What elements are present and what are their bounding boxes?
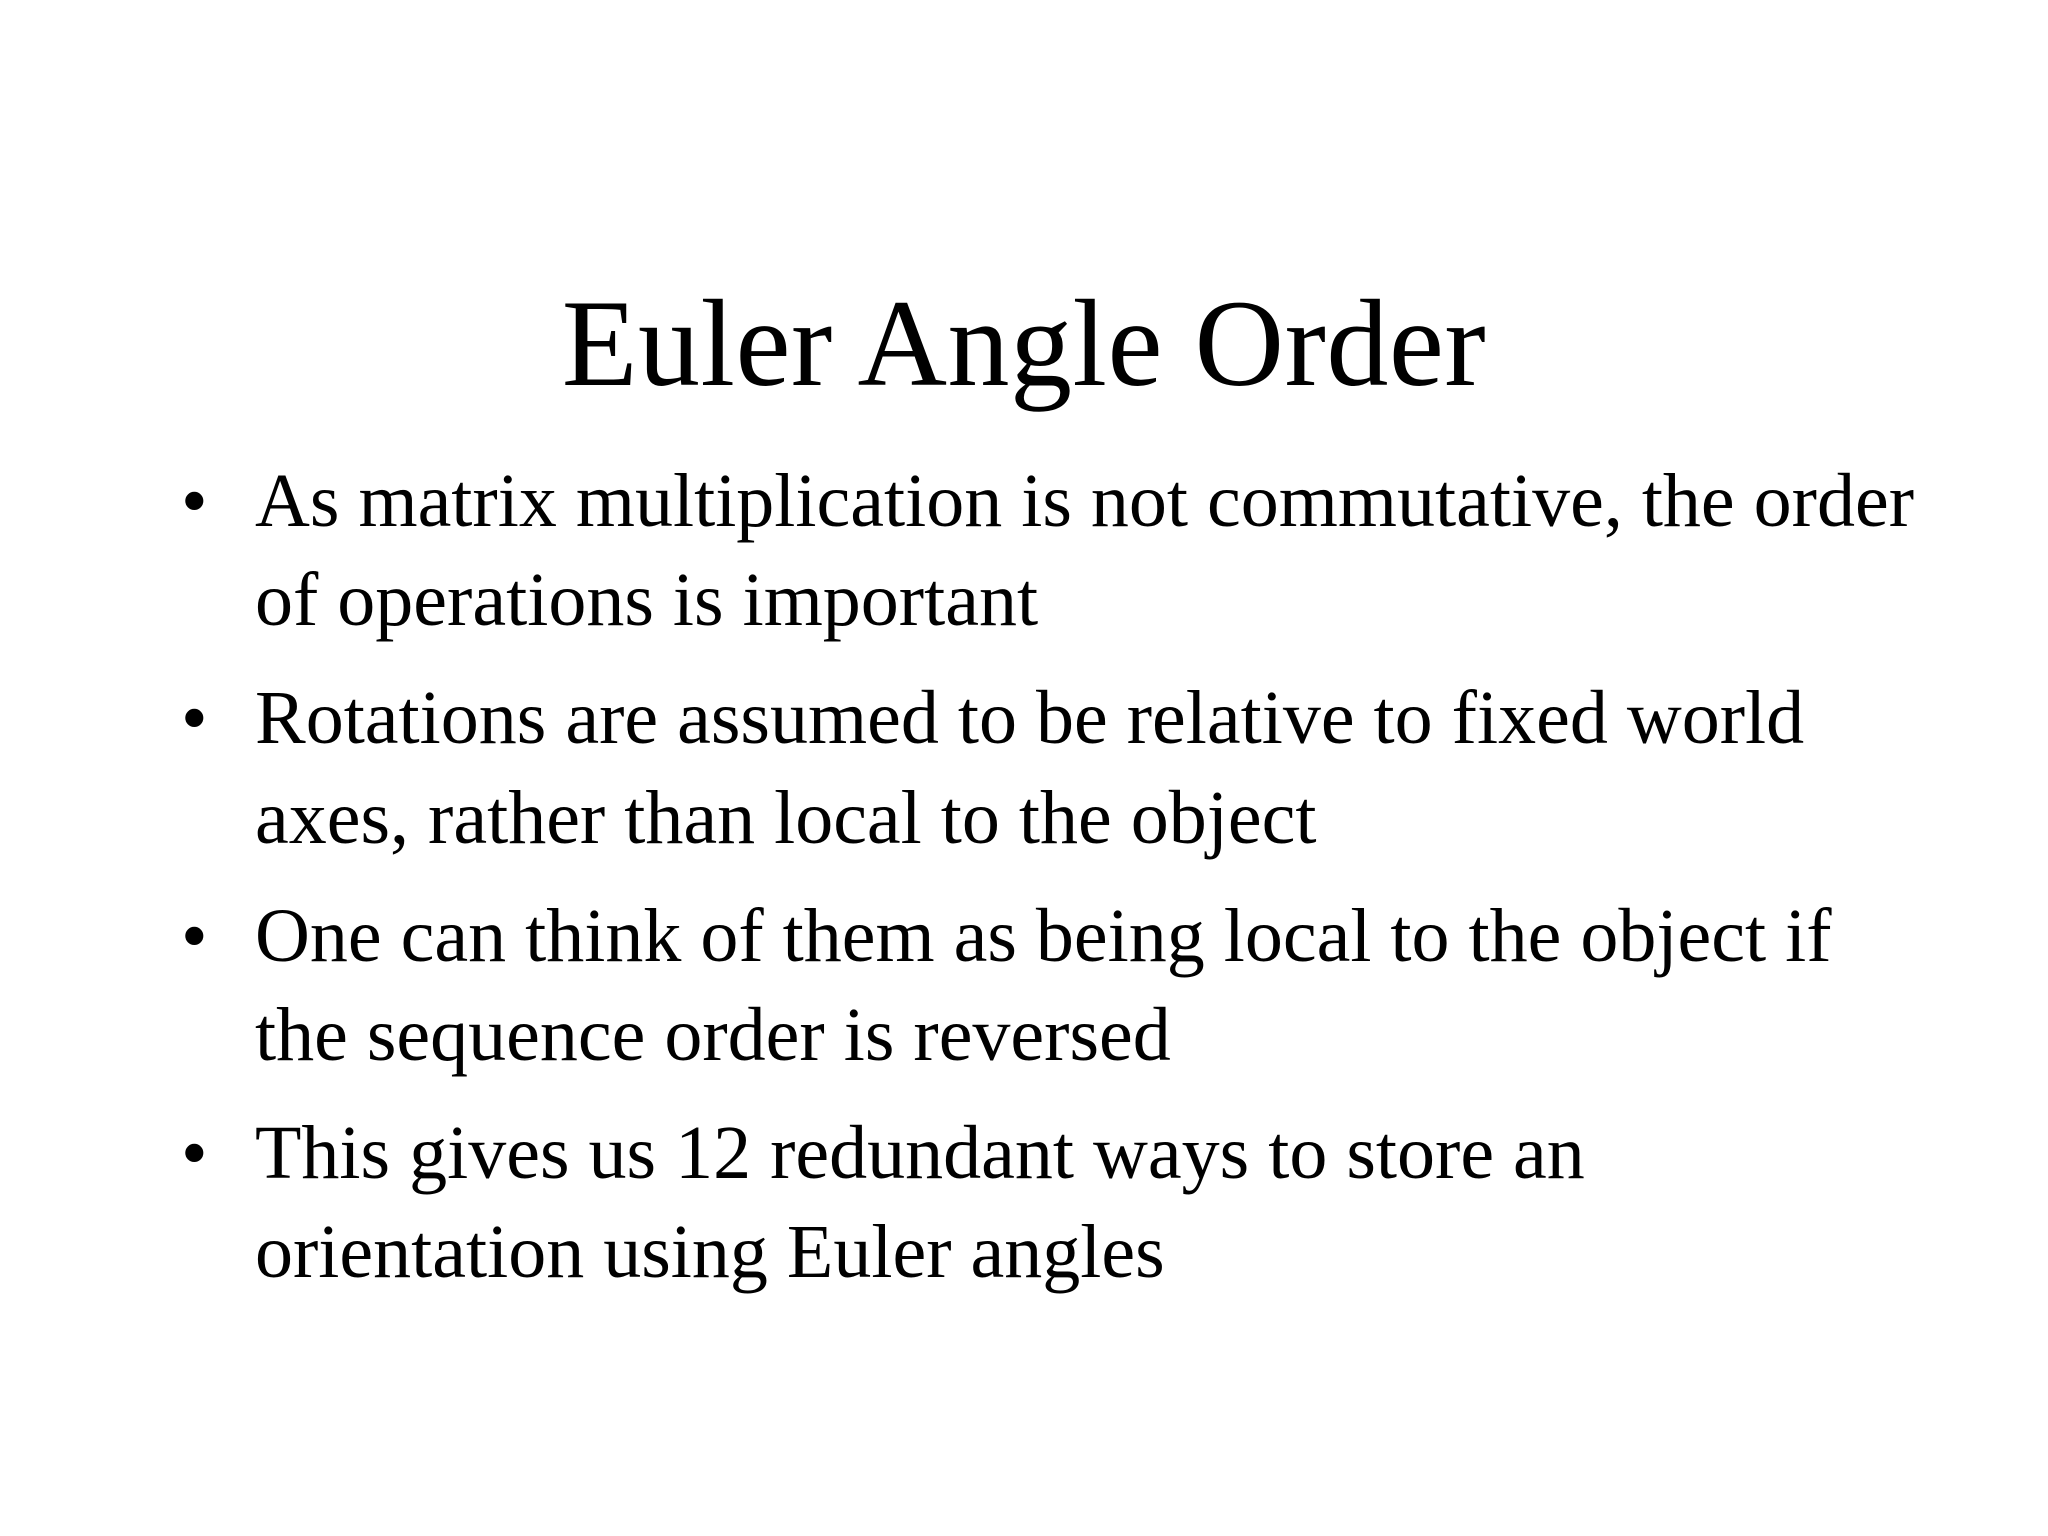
bullet-point-icon: • bbox=[181, 459, 208, 543]
list-item-text: Rotations are assumed to be relative to … bbox=[255, 676, 1805, 860]
list-item-text: One can think of them as being local to … bbox=[255, 893, 1832, 1077]
list-item: • Rotations are assumed to be relative t… bbox=[172, 669, 1932, 867]
list-item: • This gives us 12 redundant ways to sto… bbox=[172, 1104, 1932, 1302]
list-item: • As matrix multiplication is not commut… bbox=[172, 452, 1932, 650]
bullet-point-icon: • bbox=[181, 1111, 208, 1196]
bullet-point-icon: • bbox=[181, 893, 208, 978]
list-item-text: As matrix multiplication is not commutat… bbox=[255, 459, 1915, 643]
slide-title: Euler Angle Order bbox=[561, 275, 1487, 413]
list-item-text: This gives us 12 redundant ways to store… bbox=[255, 1111, 1585, 1295]
slide-bullet-list: • As matrix multiplication is not commut… bbox=[172, 452, 1932, 1302]
list-item: • One can think of them as being local t… bbox=[172, 887, 1932, 1085]
bullet-point-icon: • bbox=[181, 676, 208, 761]
